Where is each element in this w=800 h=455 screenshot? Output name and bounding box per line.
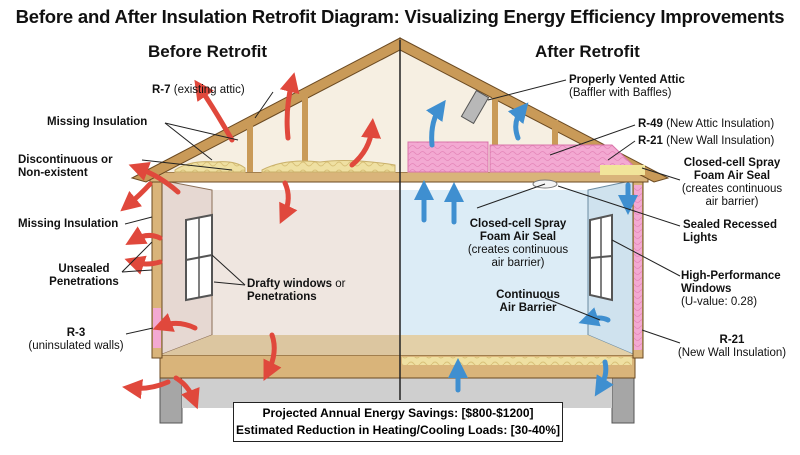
- label-spray-center-line2: Foam Air Seal: [479, 231, 557, 243]
- label-missing-insulation-top: Missing Insulation: [47, 116, 147, 129]
- heat-loss-arrows: [120, 72, 382, 410]
- foundation-right: [611, 377, 635, 424]
- heat-loss-arrow: [122, 379, 171, 400]
- ceiling-joist-left: [149, 171, 401, 183]
- label-r7: R-7 (existing attic): [152, 84, 245, 97]
- heat-loss-arrow: [125, 226, 163, 245]
- label-spray-foam-right: Closed-cell Spray Foam Air Seal (creates…: [672, 157, 792, 209]
- label-continuous-line2: Air Barrier: [499, 302, 557, 314]
- label-unsealed-line2: Penetrations: [49, 276, 119, 288]
- label-windows-line2: Windows: [681, 283, 732, 295]
- leader-lines: [121, 79, 681, 344]
- label-r49-value: R-49: [638, 118, 663, 130]
- label-spray-center-line4: air barrier): [491, 257, 545, 269]
- r3-wall-cavity: [153, 308, 161, 348]
- after-back-wall: [400, 190, 588, 335]
- label-unsealed-penetrations: Unsealed Penetrations: [44, 263, 124, 289]
- airflow-arrow: [594, 359, 614, 397]
- label-r3-note: (uninsulated walls): [28, 340, 124, 352]
- label-spray-right-line4: air barrier): [705, 196, 759, 208]
- label-recessed-line1: Sealed Recessed: [683, 219, 777, 231]
- attic-space: [150, 42, 648, 172]
- label-missing-insulation-side: Missing Insulation: [18, 218, 118, 231]
- heat-loss-arrow: [120, 181, 153, 212]
- label-r21-bottom: R-21 (New Wall Insulation): [672, 334, 792, 360]
- before-floor-surface: [160, 335, 400, 355]
- label-r21-bottom-value: R-21: [719, 334, 745, 346]
- savings-line2: Estimated Reduction in Heating/Cooling L…: [235, 423, 561, 437]
- after-floor-surface: [400, 335, 635, 355]
- heat-loss-arrow: [194, 79, 235, 143]
- savings-summary-box: Projected Annual Energy Savings: [$800-$…: [233, 402, 563, 442]
- heat-loss-arrow: [124, 255, 163, 275]
- label-high-performance-windows: High-Performance Windows (U-value: 0.28): [681, 270, 781, 309]
- label-windows-line1: High-Performance: [681, 270, 781, 282]
- label-r49: R-49 (New Attic Insulation): [638, 118, 774, 131]
- label-r21-top-note: (New Wall Insulation): [666, 135, 775, 147]
- airflow-arrow: [507, 102, 529, 141]
- label-vented-attic-line2: (Baffler with Baffles): [569, 87, 672, 99]
- label-spray-center-line3: (creates continuous: [467, 244, 569, 256]
- before-back-wall: [212, 190, 400, 335]
- label-r21-top-value: R-21: [638, 135, 663, 147]
- label-drafty-windows: Drafty windows or Penetrations: [247, 278, 345, 304]
- high-performance-window: [589, 213, 613, 302]
- airflow-arrows: [414, 99, 638, 397]
- label-r21-bottom-note: (New Wall Insulation): [677, 347, 787, 359]
- heat-loss-arrow: [349, 118, 382, 168]
- floor-insulation-right: [402, 357, 632, 365]
- label-spray-right-line2: Foam Air Seal: [693, 170, 771, 182]
- label-windows-line3: (U-value: 0.28): [681, 296, 758, 308]
- attic-insulation-before-2: [261, 160, 396, 173]
- attic-vent-baffle: [460, 89, 490, 125]
- label-vented-attic-line1: Properly Vented Attic: [569, 74, 685, 86]
- label-missing-insulation-side-text: Missing Insulation: [18, 218, 119, 230]
- label-r21-top: R-21 (New Wall Insulation): [638, 135, 774, 148]
- heat-loss-arrow: [152, 313, 198, 332]
- label-drafty-bold: Drafty windows: [247, 278, 332, 290]
- label-spray-right-line1: Closed-cell Spray: [683, 157, 781, 169]
- label-spray-right-line3: (creates continuous: [681, 183, 783, 195]
- label-drafty-line2: Penetrations: [247, 291, 317, 303]
- label-r7-note: (existing attic): [173, 84, 245, 96]
- savings-line1: Projected Annual Energy Savings: [$800-$…: [262, 406, 534, 420]
- heat-loss-arrow: [279, 180, 298, 225]
- label-spray-foam-center: Closed-cell Spray Foam Air Seal (creates…: [463, 218, 573, 270]
- label-spray-center-line1: Closed-cell Spray: [469, 218, 567, 230]
- label-r3-value: R-3: [66, 327, 86, 339]
- heat-loss-arrow: [173, 375, 200, 410]
- label-vented-attic: Properly Vented Attic (Baffler with Baff…: [569, 74, 685, 100]
- airflow-arrow: [578, 307, 611, 327]
- label-drafty-or: or: [335, 278, 346, 290]
- spray-foam-seal: [600, 165, 645, 175]
- label-continuous-line1: Continuous: [496, 289, 560, 301]
- r21-wall-insulation: [634, 185, 642, 350]
- attic-insulation-r49-left: [407, 141, 489, 173]
- heat-loss-arrow: [128, 162, 181, 195]
- before-heading: Before Retrofit: [148, 42, 268, 61]
- airflow-arrow: [426, 99, 446, 148]
- label-r49-note: (New Attic Insulation): [666, 118, 775, 130]
- label-r7-value: R-7: [152, 84, 171, 96]
- label-discontinuous-line2: Non-existent: [18, 167, 88, 179]
- drafty-window: [185, 213, 213, 302]
- heat-loss-arrow: [263, 332, 282, 381]
- label-missing-insulation-top-text: Missing Insulation: [47, 116, 148, 128]
- label-sealed-recessed-lights: Sealed Recessed Lights: [683, 219, 777, 245]
- label-discontinuous: Discontinuous or Non-existent: [18, 154, 113, 180]
- page-title: Before and After Insulation Retrofit Dia…: [15, 6, 785, 27]
- label-unsealed-line1: Unsealed: [58, 263, 110, 275]
- label-discontinuous-line1: Discontinuous or: [18, 154, 113, 166]
- label-continuous-air-barrier: Continuous Air Barrier: [488, 289, 568, 315]
- label-recessed-line2: Lights: [683, 232, 718, 244]
- label-r3: R-3 (uninsulated walls): [24, 327, 128, 353]
- heat-loss-arrow: [279, 72, 300, 141]
- after-heading: After Retrofit: [535, 42, 640, 61]
- floor-left: [159, 354, 401, 379]
